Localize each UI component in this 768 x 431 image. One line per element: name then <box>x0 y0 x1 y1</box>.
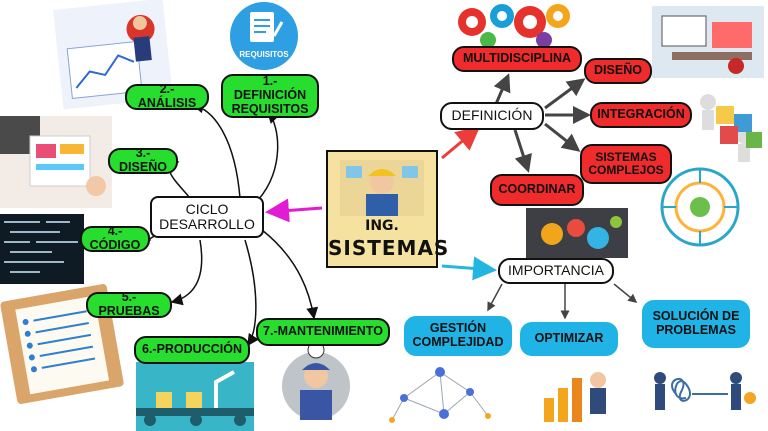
ciclo-desarrollo-node: CICLO DESARROLLO <box>150 196 264 238</box>
coordination-gears-illustration <box>526 208 628 258</box>
step-analisis: 2.-ANÁLISIS <box>125 82 209 110</box>
design-illustration <box>0 116 112 208</box>
network-illustration <box>384 358 496 428</box>
definicion-integracion: INTEGRACIÓN <box>590 102 692 128</box>
complex-systems-illustration <box>652 164 748 250</box>
problem-solving-illustration <box>646 358 764 430</box>
importancia-solucion-problemas: SOLUCIÓN DE PROBLEMAS <box>642 300 750 348</box>
importancia-optimizar: OPTIMIZAR <box>520 322 618 356</box>
requisitos-icon: REQUISITOS <box>230 2 298 70</box>
code-illustration <box>0 214 84 284</box>
step-produccion: 6.-PRODUCCIÓN <box>134 336 250 364</box>
center-label-line2: SISTEMAS <box>328 236 450 260</box>
production-illustration <box>136 362 254 431</box>
integration-puzzle-illustration <box>690 86 768 164</box>
definicion-coordinar: COORDINAR <box>490 174 584 206</box>
tests-illustration <box>0 283 125 405</box>
central-node-ing-sistemas: ING. SISTEMAS <box>326 150 450 268</box>
step-diseno: 3.-DISEÑO <box>108 146 178 174</box>
arrow-to-ciclo <box>265 198 323 223</box>
definicion-node: DEFINICIÓN <box>440 102 544 130</box>
definicion-sistemas-complejos: SISTEMAS COMPLEJOS <box>580 144 672 184</box>
step-codigo: 4.-CÓDIGO <box>80 224 150 252</box>
arrow-to-definicion <box>441 126 481 160</box>
design-office-illustration <box>652 6 764 78</box>
importancia-node: IMPORTANCIA <box>498 258 614 284</box>
center-label-line1: ING. <box>365 218 399 234</box>
analysis-illustration <box>53 0 173 110</box>
gears-people-illustration <box>452 0 582 50</box>
definicion-multidisciplina: MULTIDISCIPLINA <box>452 46 582 72</box>
step-pruebas: 5.-PRUEBAS <box>86 290 172 318</box>
maintenance-illustration <box>276 340 356 431</box>
arrow-to-importancia <box>441 256 497 281</box>
definicion-diseno: DISEÑO <box>584 58 652 84</box>
step-mantenimiento: 7.-MANTENIMIENTO <box>256 318 390 346</box>
importancia-gestion-complejidad: GESTIÓN COMPLEJIDAD <box>404 316 512 356</box>
step-definicion-requisitos: 1.-DEFINICIÓN REQUISITOS <box>221 74 319 118</box>
requisitos-badge: REQUISITOS <box>239 50 289 59</box>
optimize-illustration <box>538 358 618 428</box>
